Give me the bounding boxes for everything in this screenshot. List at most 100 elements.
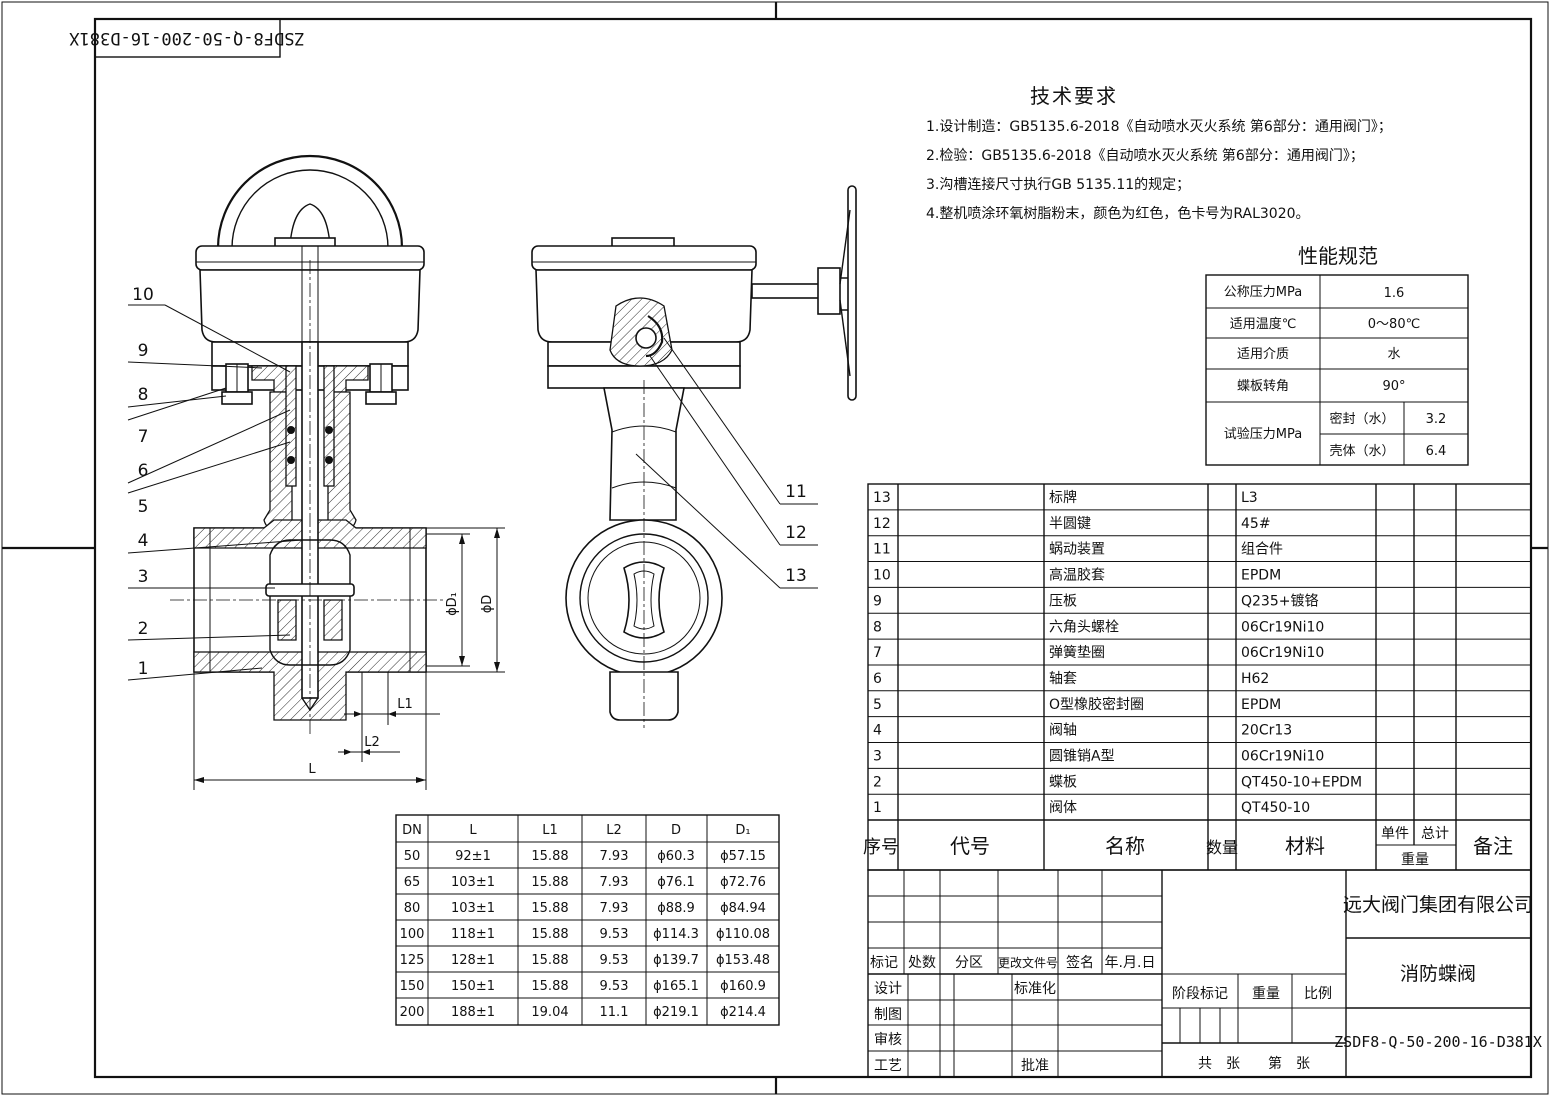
bom-row-name: 标牌 xyxy=(1049,489,1077,506)
bom-row-material: L3 xyxy=(1241,490,1258,506)
bom-row-no: 4 xyxy=(873,723,882,739)
tech-req-2: 2.检验：GB5135.6-2018《自动喷水灭火系统 第6部分：通用阀门》； xyxy=(926,147,1364,164)
dim-table-cell: ϕ139.7 xyxy=(653,953,699,968)
title-block: 标记 处数 分区 更改文件号 签名 年.月.日 设计 制图 审核 工艺 标准化 … xyxy=(867,869,1542,1078)
dim-table-cell: 118±1 xyxy=(451,927,495,942)
dim-table-cell: ϕ219.1 xyxy=(653,1005,699,1020)
bom-row-no: 13 xyxy=(873,490,891,506)
dim-table-cell: 7.93 xyxy=(600,901,629,916)
scale-label: 比例 xyxy=(1304,986,1332,1002)
bom-row-no: 5 xyxy=(873,697,882,713)
svg-text:水: 水 xyxy=(1387,347,1400,362)
bom-row-no: 2 xyxy=(873,774,882,790)
dim-D: ϕD xyxy=(480,595,495,614)
bom-row-name: 六角头螺栓 xyxy=(1049,619,1119,635)
bom-row-no: 12 xyxy=(873,516,891,532)
bom-header-name: 名称 xyxy=(1105,834,1145,858)
svg-text:处数: 处数 xyxy=(908,955,936,971)
bom-row-name: 高温胶套 xyxy=(1049,567,1105,584)
dim-table-cell: 11.1 xyxy=(600,1005,629,1020)
dim-table-cell: 9.53 xyxy=(600,979,629,994)
svg-text:年.月.日: 年.月.日 xyxy=(1105,955,1156,971)
svg-text:90°: 90° xyxy=(1382,379,1405,394)
balloon-5: 5 xyxy=(138,497,149,517)
dim-table-cell: 150 xyxy=(400,979,425,994)
balloon-1: 1 xyxy=(138,659,149,679)
svg-text:0～80℃: 0～80℃ xyxy=(1368,317,1420,332)
dim-table-header: DN xyxy=(402,823,422,838)
dim-table-cell: 65 xyxy=(404,875,421,890)
svg-text:适用温度℃: 适用温度℃ xyxy=(1230,316,1297,332)
bom-row-material: 06Cr19Ni10 xyxy=(1241,619,1324,635)
bom-header-unit: 单件 xyxy=(1381,826,1409,842)
bom-row-no: 7 xyxy=(873,645,882,661)
drawing-code-box: ZSDF8-Q-50-200-16-D381X xyxy=(69,18,305,58)
bom-row-material: 45# xyxy=(1241,516,1271,532)
dim-table-header: L1 xyxy=(542,823,558,838)
dim-table-cell: ϕ160.9 xyxy=(720,979,766,994)
weight-label: 重量 xyxy=(1252,986,1280,1002)
bom-row-material: 组合件 xyxy=(1241,542,1283,558)
performance-table: 性能规范 公称压力MPa 1.6 适用温度℃ 0～80℃ 适用介质 水 蝶板转角… xyxy=(1205,244,1469,466)
dim-table-cell: 50 xyxy=(404,849,421,864)
dim-L: L xyxy=(308,762,316,777)
bom-row-no: 6 xyxy=(873,671,882,687)
balloon-7: 7 xyxy=(138,427,149,447)
sheets-label: 共 张 第 张 xyxy=(1198,1055,1310,1072)
dim-table-cell: 103±1 xyxy=(451,901,495,916)
performance-title: 性能规范 xyxy=(1298,244,1378,268)
svg-text:适用介质: 适用介质 xyxy=(1237,347,1289,362)
tech-req-4: 4.整机喷涂环氧树脂粉末，颜色为红色，色卡号为RAL3020。 xyxy=(926,205,1310,222)
dim-table-cell: 9.53 xyxy=(600,927,629,942)
dim-table-cell: 7.93 xyxy=(600,849,629,864)
svg-text:签名: 签名 xyxy=(1066,954,1094,971)
dim-table-cell: 92±1 xyxy=(455,849,491,864)
dim-table-cell: 188±1 xyxy=(451,1005,495,1020)
bom-header-total: 总计 xyxy=(1421,826,1449,842)
dim-table-cell: ϕ72.76 xyxy=(720,875,766,890)
balloon-10: 10 xyxy=(132,285,154,305)
bom-row-no: 3 xyxy=(873,749,882,765)
balloon-3: 3 xyxy=(138,567,149,587)
bom-row-name: 压板 xyxy=(1049,593,1077,609)
bom-row-name: 阀体 xyxy=(1049,800,1077,816)
dim-table-cell: 9.53 xyxy=(600,953,629,968)
svg-text:试验压力MPa: 试验压力MPa xyxy=(1224,426,1302,442)
bom-row-material: EPDM xyxy=(1241,568,1281,584)
dim-table-cell: 100 xyxy=(400,927,425,942)
svg-text:3.2: 3.2 xyxy=(1426,412,1447,427)
company-name: 远大阀门集团有限公司 xyxy=(1343,894,1533,916)
dim-table-cell: ϕ60.3 xyxy=(657,849,695,864)
bom-row-name: 圆锥销A型 xyxy=(1049,749,1115,765)
bom-row-material: 06Cr19Ni10 xyxy=(1241,645,1324,661)
svg-text:制图: 制图 xyxy=(874,1007,902,1023)
bom-row-no: 9 xyxy=(873,593,882,609)
dim-table-cell: 15.88 xyxy=(531,953,568,968)
dim-table-cell: 80 xyxy=(404,901,421,916)
balloons-left: 10 9 8 7 6 5 4 3 2 1 xyxy=(127,285,303,681)
bom-header-weight: 重量 xyxy=(1401,852,1429,868)
balloon-11: 11 xyxy=(785,482,807,502)
bom-row-no: 1 xyxy=(873,800,882,816)
svg-text:公称压力MPa: 公称压力MPa xyxy=(1224,285,1302,300)
dim-table-cell: ϕ165.1 xyxy=(653,979,699,994)
balloon-8: 8 xyxy=(138,385,149,405)
dim-table-cell: 128±1 xyxy=(451,953,495,968)
svg-text:工艺: 工艺 xyxy=(874,1058,902,1074)
dim-table-cell: ϕ88.9 xyxy=(657,901,695,916)
tech-req-3: 3.沟槽连接尺寸执行GB 5135.11的规定； xyxy=(926,176,1190,193)
dim-table-cell: 7.93 xyxy=(600,875,629,890)
bom-row-name: O型橡胶密封圈 xyxy=(1049,696,1144,713)
bom-row-name: 半圆键 xyxy=(1049,516,1091,532)
bom-header-code: 代号 xyxy=(950,834,990,858)
dim-table-cell: 200 xyxy=(400,1005,425,1020)
bom-row-name: 蜗动装置 xyxy=(1049,542,1105,558)
bom-row-no: 8 xyxy=(873,619,882,635)
dim-table-cell: 15.88 xyxy=(531,875,568,890)
dim-table-cell: ϕ114.3 xyxy=(653,927,699,942)
dim-L1: L1 xyxy=(397,697,413,712)
balloon-6: 6 xyxy=(138,461,149,481)
bom-header-material: 材料 xyxy=(1285,834,1325,858)
bom-row-material: 20Cr13 xyxy=(1241,723,1292,739)
